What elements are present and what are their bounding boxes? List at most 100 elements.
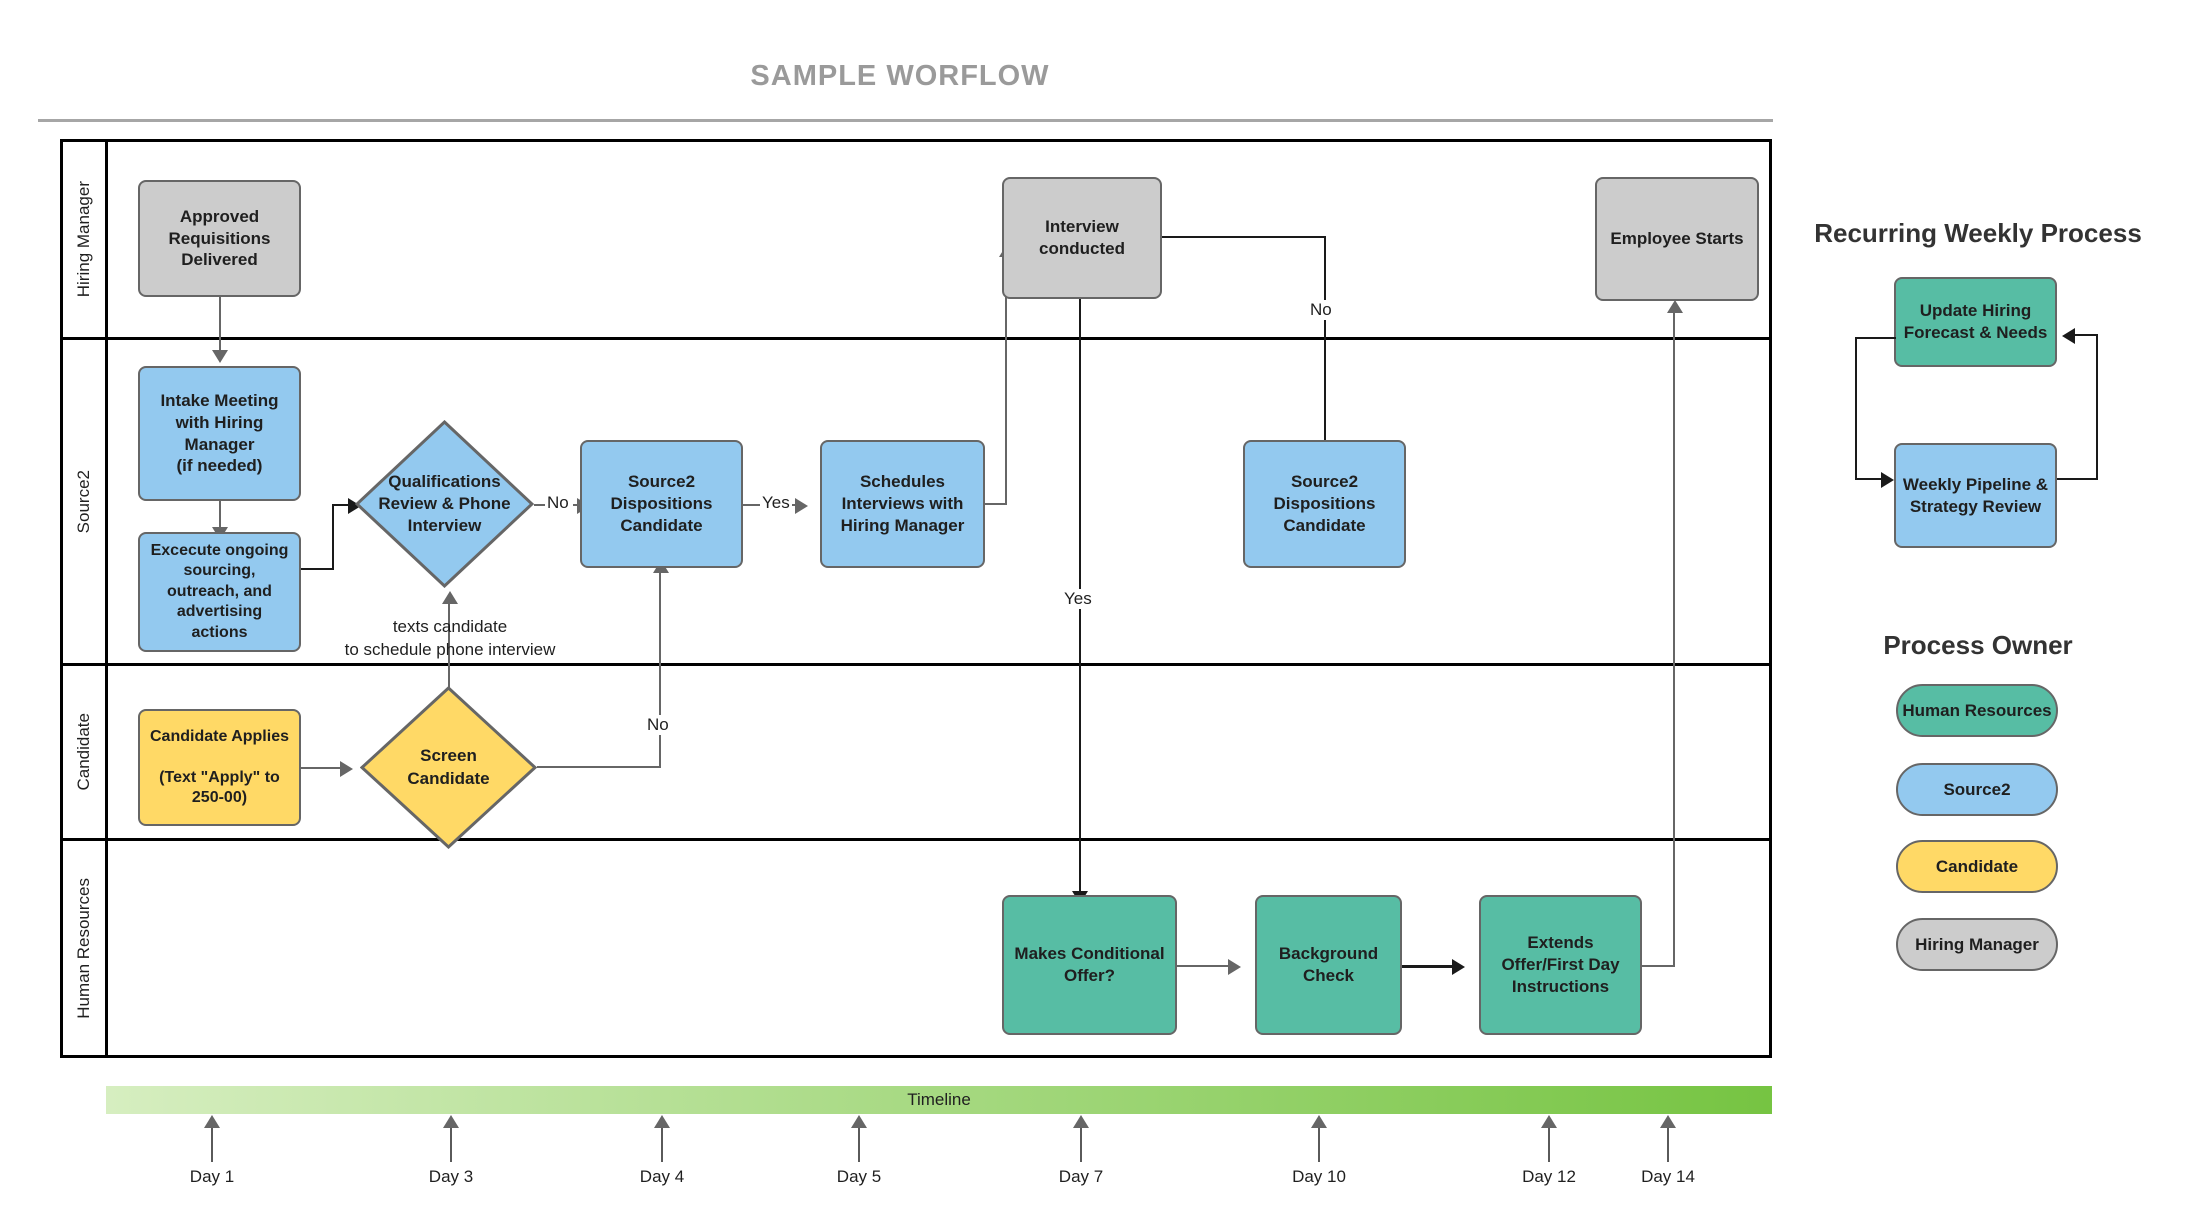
- node-label: Extends Offer/First Day Instructions: [1501, 933, 1620, 996]
- node-label: Qualifications Review & Phone Interview: [378, 471, 511, 536]
- timeline-tick-arrow-icon: [851, 1115, 867, 1128]
- legend-pill-label: Human Resources: [1902, 700, 2052, 720]
- edge-screen-to-qualifications-v: [448, 600, 450, 689]
- recurring-process-heading: Recurring Weekly Process: [1814, 218, 2142, 248]
- node-weekly-pipeline-review[interactable]: Weekly Pipeline & Strategy Review: [1894, 443, 2057, 548]
- timeline-tick-line: [1548, 1127, 1550, 1162]
- legend-pill-label: Hiring Manager: [1915, 934, 2039, 954]
- timeline-tick-label: Day 3: [428, 1167, 474, 1186]
- node-employee-starts[interactable]: Employee Starts: [1595, 177, 1759, 301]
- timeline-tick-line: [1667, 1127, 1669, 1162]
- edge-qualifications-no-h1: [534, 504, 550, 506]
- edge-extends-to-employee-v: [1673, 310, 1675, 967]
- node-interview-conducted[interactable]: Interview conducted: [1002, 177, 1162, 299]
- timeline-tick-label: Day 4: [639, 1167, 685, 1186]
- node-label: Excecute ongoing sourcing, outreach, and…: [150, 541, 289, 641]
- edge-execute-to-qualifications-h1: [300, 568, 334, 570]
- legend-pill-candidate[interactable]: Candidate: [1896, 840, 2058, 893]
- node-source2-dispositions-2[interactable]: Source2 Dispositions Candidate: [1243, 440, 1406, 568]
- node-qualifications-review[interactable]: Qualifications Review & Phone Interview: [355, 420, 534, 588]
- arrowhead-offer-to-background: [1228, 959, 1241, 975]
- node-label: Update Hiring Forecast & Needs: [1903, 301, 2048, 342]
- edge-label-screen-no: No: [645, 715, 671, 735]
- arrowhead-dispositions1-to-schedules: [795, 498, 808, 514]
- edge-intake-to-execute: [219, 500, 221, 530]
- node-intake-meeting[interactable]: Intake Meeting with Hiring Manager (if n…: [138, 366, 301, 501]
- edge-schedules-to-interview-v: [1005, 254, 1007, 505]
- timeline-tick-label: Day 14: [1641, 1167, 1695, 1186]
- node-extends-offer[interactable]: Extends Offer/First Day Instructions: [1479, 895, 1642, 1035]
- edge-loop-top-right-h: [2074, 334, 2098, 336]
- node-update-hiring-forecast[interactable]: Update Hiring Forecast & Needs: [1894, 277, 2057, 367]
- timeline-tick-line: [1318, 1127, 1320, 1162]
- edge-loop-bottom-right-h: [2057, 478, 2098, 480]
- arrowhead-loop-to-weekly-pipeline: [1881, 472, 1894, 488]
- edge-loop-bottom-left-h: [1855, 478, 1883, 480]
- timeline-tick-label: Day 12: [1522, 1167, 1576, 1186]
- timeline-tick-arrow-icon: [654, 1115, 670, 1128]
- arrowhead-applies-to-screen: [340, 761, 353, 777]
- header-divider: [38, 119, 1773, 122]
- diamond-shape-icon: [360, 686, 537, 849]
- node-label: Makes Conditional Offer?: [1014, 944, 1165, 985]
- legend-pill-human-resources[interactable]: Human Resources: [1896, 684, 2058, 737]
- node-source2-dispositions-1[interactable]: Source2 Dispositions Candidate: [580, 440, 743, 568]
- lane-label-source2: Source2: [63, 340, 105, 663]
- edge-execute-to-qualifications-h2: [332, 504, 350, 506]
- lane-divider-2: [63, 663, 1769, 666]
- edge-execute-to-qualifications-v: [332, 504, 334, 570]
- node-candidate-applies[interactable]: Candidate Applies (Text "Apply" to 250-0…: [138, 709, 301, 826]
- edge-note-line1: texts candidate: [392, 617, 508, 636]
- legend-pill-hiring-manager[interactable]: Hiring Manager: [1896, 918, 2058, 971]
- edge-offer-to-background: [1176, 965, 1230, 967]
- node-makes-conditional-offer[interactable]: Makes Conditional Offer?: [1002, 895, 1177, 1035]
- swimlane-pool: Hiring Manager Source2 Candidate Human R…: [60, 139, 1772, 1058]
- timeline-tick-arrow-icon: [204, 1115, 220, 1128]
- lane-label-candidate: Candidate: [63, 666, 105, 838]
- edge-interview-no-v: [1324, 236, 1326, 447]
- lane-label-text: Hiring Manager: [74, 181, 93, 298]
- process-owner-heading: Process Owner: [1883, 630, 2073, 660]
- edge-label-interview-no: No: [1308, 300, 1334, 320]
- edge-loop-right-v: [2096, 334, 2098, 480]
- lane-label-text: Human Resources: [74, 877, 93, 1019]
- timeline-bar-label: Timeline: [907, 1090, 971, 1109]
- edge-label-interview-yes: Yes: [1062, 589, 1094, 609]
- timeline-tick-label: Day 1: [189, 1167, 235, 1186]
- lane-label-hiring-manager: Hiring Manager: [63, 142, 105, 337]
- arrowhead-approved-to-intake: [212, 350, 228, 363]
- node-label: Background Check: [1278, 944, 1379, 985]
- timeline-tick-label: Day 5: [836, 1167, 882, 1186]
- node-background-check[interactable]: Background Check: [1255, 895, 1402, 1035]
- node-label: Candidate Applies (Text "Apply" to 250-0…: [150, 727, 289, 806]
- edge-screen-no-h: [537, 766, 661, 768]
- node-label: Schedules Interviews with Hiring Manager: [840, 472, 965, 535]
- edge-loop-top-left-h: [1855, 337, 1896, 339]
- node-label: Screen Candidate: [407, 746, 490, 788]
- node-label: Intake Meeting with Hiring Manager (if n…: [160, 391, 279, 476]
- node-label: Employee Starts: [1610, 229, 1744, 249]
- node-label: Source2 Dispositions Candidate: [1273, 472, 1376, 535]
- edge-note-texts-candidate: texts candidate to schedule phone interv…: [330, 616, 570, 662]
- arrowhead-background-to-extends: [1452, 959, 1465, 975]
- timeline-tick-arrow-icon: [1660, 1115, 1676, 1128]
- edge-screen-no-v: [659, 570, 661, 768]
- lane-label-text: Source2: [74, 469, 93, 534]
- legend-pill-label: Source2: [1943, 779, 2011, 799]
- arrowhead-loop-to-update-hiring: [2062, 328, 2075, 344]
- edge-qualifications-no-h2: [573, 504, 579, 506]
- node-label: Approved Requisitions Delivered: [168, 206, 271, 270]
- timeline-tick-label: Day 7: [1058, 1167, 1104, 1186]
- timeline-tick-arrow-icon: [1073, 1115, 1089, 1128]
- timeline-bar: Timeline: [106, 1086, 1772, 1114]
- edge-schedules-to-interview-h: [985, 503, 1007, 505]
- node-screen-candidate[interactable]: Screen Candidate: [360, 686, 537, 849]
- edge-interview-no-h: [1158, 236, 1326, 238]
- edge-dispositions1-yes-h2: [790, 504, 798, 506]
- node-schedules-interviews[interactable]: Schedules Interviews with Hiring Manager: [820, 440, 985, 568]
- edge-label-dispositions1-yes: Yes: [760, 493, 792, 513]
- node-execute-sourcing[interactable]: Excecute ongoing sourcing, outreach, and…: [138, 532, 301, 652]
- legend-pill-source2[interactable]: Source2: [1896, 763, 2058, 816]
- timeline-tick-label: Day 10: [1292, 1167, 1346, 1186]
- node-approved-requisitions[interactable]: Approved Requisitions Delivered: [138, 180, 301, 297]
